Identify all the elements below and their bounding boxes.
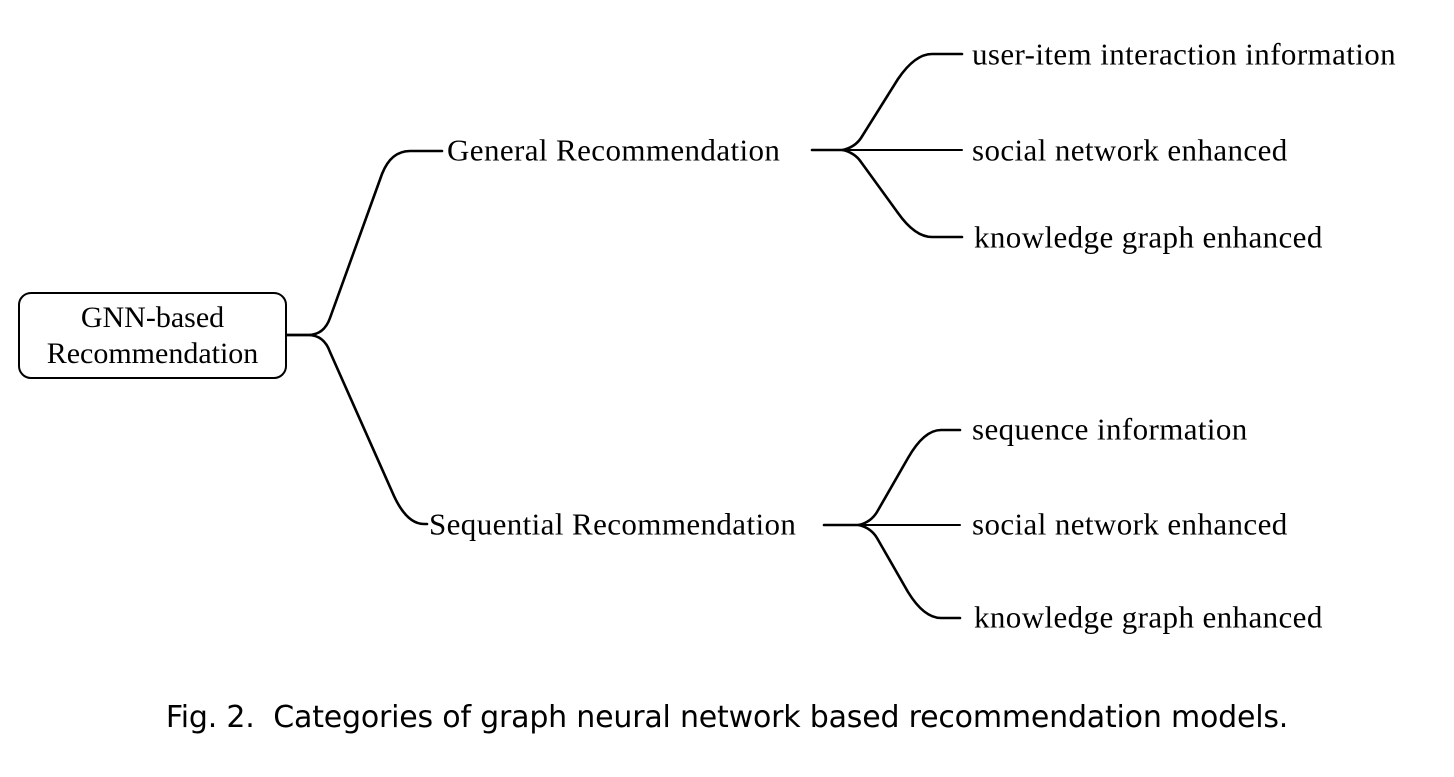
edge-root-to-general xyxy=(285,149,444,337)
leaf-node-sequential-knowledge-graph-enhanced: knowledge graph enhanced xyxy=(974,599,1323,635)
edge-sequential-to-sequence xyxy=(857,428,962,527)
leaf-node-general-social-network-enhanced: social network enhanced xyxy=(972,132,1288,168)
branch-node-sequential-recommendation: Sequential Recommendation xyxy=(429,506,797,542)
root-node-gnn-based-recommendation: GNN-based Recommendation xyxy=(18,292,287,379)
edge-general-to-knowledge xyxy=(841,148,964,239)
edge-sequential-to-knowledge xyxy=(857,523,962,620)
leaf-node-user-item-interaction-information: user-item interaction information xyxy=(972,36,1397,72)
leaf-node-general-knowledge-graph-enhanced: knowledge graph enhanced xyxy=(974,219,1323,255)
edge-root-to-sequential xyxy=(285,333,429,526)
root-node-label: GNN-based Recommendation xyxy=(46,300,259,370)
leaf-node-sequential-social-network-enhanced: social network enhanced xyxy=(972,506,1288,542)
figure-caption: Fig. 2. Categories of graph neural netwo… xyxy=(165,700,1289,735)
leaf-node-sequence-information: sequence information xyxy=(972,411,1248,447)
branch-node-general-recommendation: General Recommendation xyxy=(447,132,781,168)
edge-general-to-useritem xyxy=(841,52,964,152)
